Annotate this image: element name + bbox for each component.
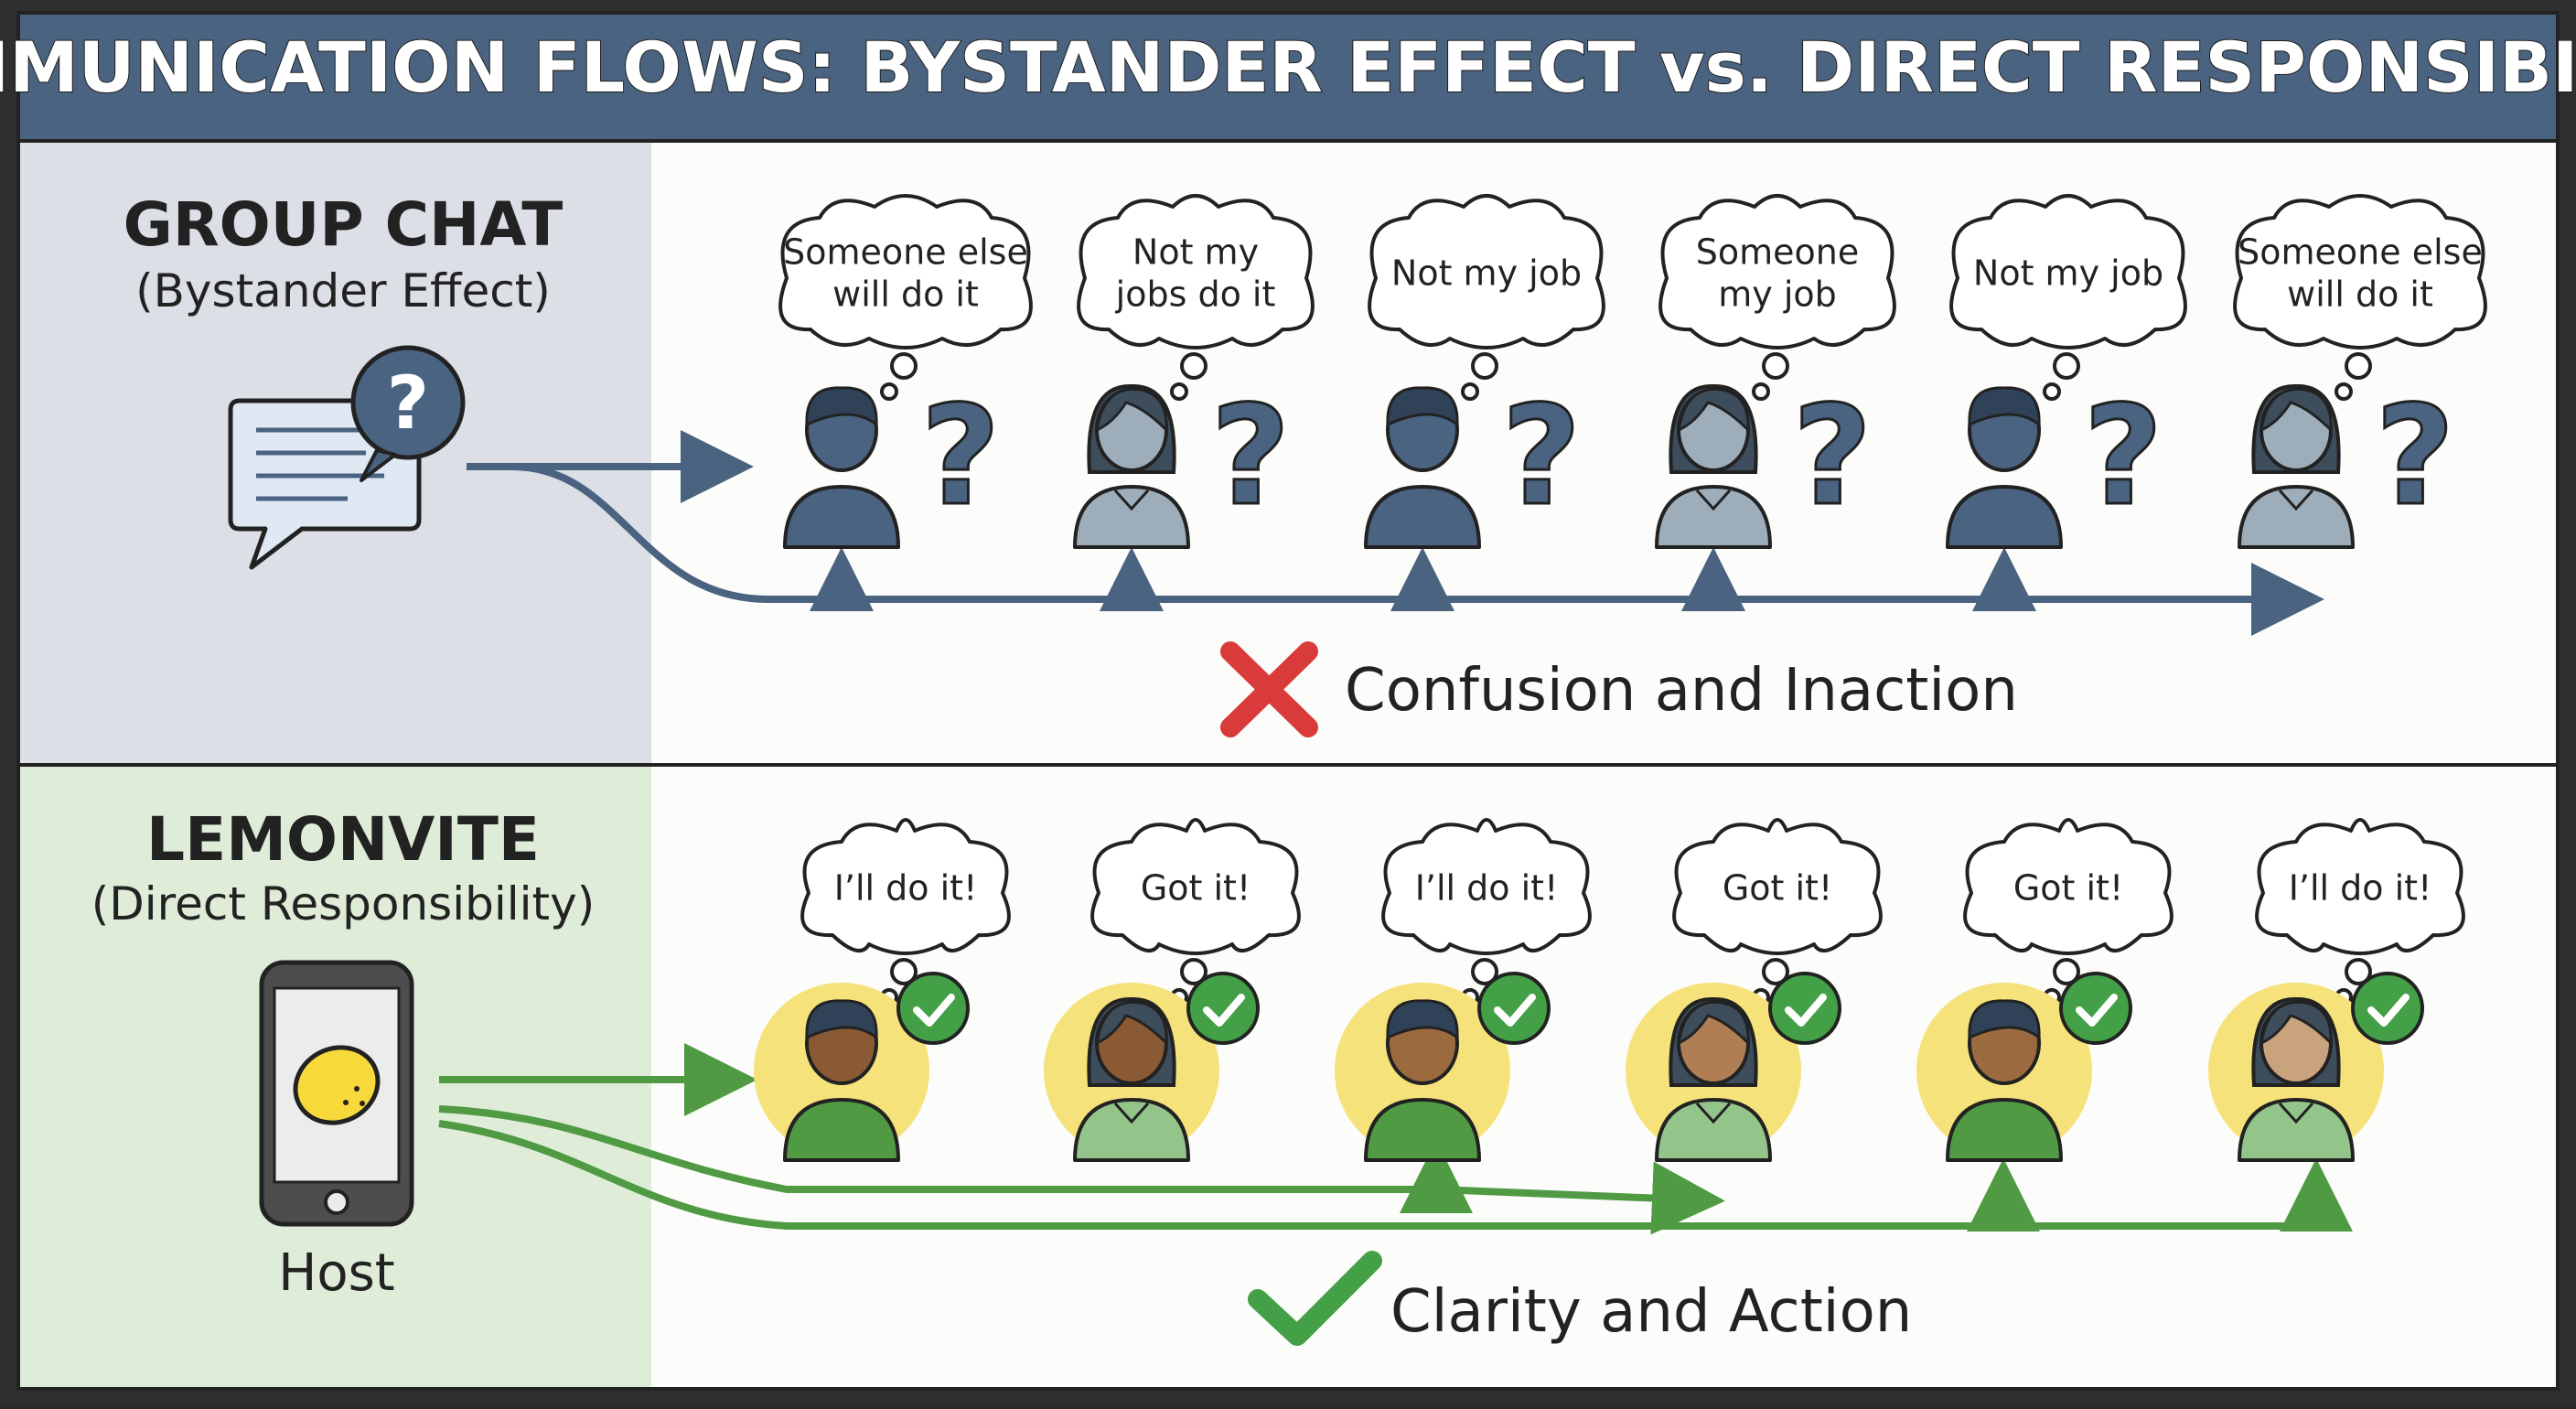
thought-text: Someone else	[2238, 232, 2483, 273]
thought-bubble: Not my job	[1949, 194, 2187, 401]
check-badge-icon	[896, 972, 970, 1045]
lemonvite-result: Clarity and Action	[1390, 1278, 1912, 1346]
lemonvite-subheading: (Direct Responsibility)	[91, 877, 596, 930]
bystander-person: Not my job?	[1946, 194, 2187, 549]
host-label: Host	[278, 1243, 395, 1303]
question-mark-icon: ?	[1501, 377, 1581, 536]
thought-bubble: I’ll do it!	[2255, 818, 2465, 1006]
thought-text: I’ll do it!	[2289, 868, 2432, 909]
diagram-title: COMMUNICATION FLOWS: BYSTANDER EFFECT vs…	[0, 27, 2576, 108]
question-mark-icon: ?	[1210, 377, 1290, 536]
lemonvite-heading: LEMONVITE	[146, 804, 540, 875]
group-chat-subheading: (Bystander Effect)	[135, 264, 551, 317]
thought-text: Someone	[1696, 232, 1859, 273]
question-mark-icon: ?	[2083, 377, 2163, 536]
person-avatar	[783, 999, 900, 1162]
question-mark-icon: ?	[920, 377, 1000, 536]
header-bar	[16, 11, 2560, 143]
check-badge-icon	[2351, 972, 2424, 1045]
thought-text: my job	[1718, 274, 1837, 315]
check-badge-icon	[1768, 972, 1841, 1045]
person-avatar	[2238, 383, 2355, 549]
thought-text: Not my job	[1391, 253, 1582, 294]
responsible-person: Got it!	[1044, 818, 1301, 1162]
check-badge-icon	[2059, 972, 2132, 1045]
check-badge-icon	[1186, 972, 1260, 1045]
bystander-person: Not my job?	[1364, 194, 1605, 549]
person-avatar	[1073, 383, 1190, 549]
responsible-person: Got it!	[1916, 818, 2174, 1162]
chat-bubble-question-icon: ?	[228, 345, 466, 570]
person-avatar	[2238, 996, 2355, 1162]
thought-bubble: I’ll do it!	[800, 818, 1011, 1006]
question-mark-icon: ?	[1792, 377, 1872, 536]
svg-text:?: ?	[387, 360, 429, 446]
phone-lemon-icon	[259, 960, 414, 1227]
red-cross-icon	[1220, 641, 1318, 737]
thought-text: I’ll do it!	[1415, 868, 1559, 909]
thought-text: Got it!	[2013, 868, 2123, 909]
green-check-icon	[1248, 1251, 1382, 1346]
person-avatar	[1946, 386, 2063, 549]
responsible-person: I’ll do it!	[2208, 818, 2465, 1162]
person-avatar	[1073, 996, 1190, 1162]
thought-bubble: I’ll do it!	[1381, 818, 1592, 1006]
group-chat-flow-arrows	[467, 430, 2324, 636]
person-avatar	[1655, 996, 1772, 1162]
thought-text: will do it	[832, 274, 979, 315]
thought-text: jobs do it	[1115, 274, 1276, 315]
thought-text: Got it!	[1141, 868, 1250, 909]
group-chat-heading: GROUP CHAT	[123, 189, 564, 260]
thought-bubble: Got it!	[1090, 818, 1301, 1006]
person-avatar	[783, 386, 900, 549]
question-mark-icon: ?	[2375, 377, 2454, 536]
thought-text: Not my	[1132, 232, 1259, 273]
person-avatar	[1655, 383, 1772, 549]
check-badge-icon	[1477, 972, 1551, 1045]
person-avatar	[1364, 386, 1481, 549]
thought-bubble: Not my job	[1368, 194, 1605, 401]
responsible-person: I’ll do it!	[1335, 818, 1592, 1162]
responsible-person: Got it!	[1626, 818, 1883, 1162]
thought-text: Not my job	[1973, 253, 2163, 294]
thought-text: Got it!	[1723, 868, 1832, 909]
responsible-person: I’ll do it!	[754, 818, 1011, 1162]
thought-text: will do it	[2287, 274, 2433, 315]
lemonvite-flow-arrows	[438, 1043, 2353, 1235]
person-avatar	[1946, 999, 2063, 1162]
thought-text: I’ll do it!	[834, 868, 978, 909]
thought-text: Someone else	[783, 232, 1028, 273]
thought-bubble: Got it!	[1672, 818, 1883, 1006]
group-chat-result: Confusion and Inaction	[1345, 657, 2018, 725]
person-avatar	[1364, 999, 1481, 1162]
